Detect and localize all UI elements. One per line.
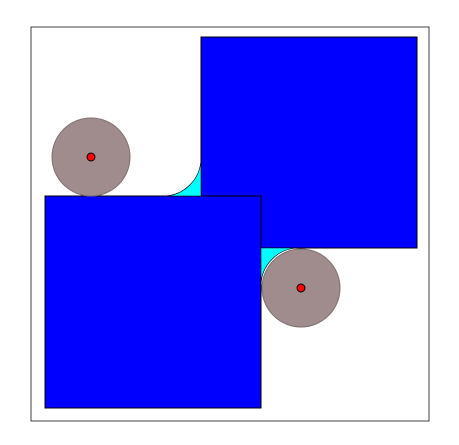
blue-square-bottom-left — [44, 195, 262, 409]
outer-frame — [30, 26, 430, 422]
fillet-lower-corner — [260, 247, 300, 287]
disk-center-dot-left — [86, 152, 96, 162]
disk-center-dot-right — [296, 283, 306, 293]
fillet-upper-corner — [162, 157, 202, 197]
